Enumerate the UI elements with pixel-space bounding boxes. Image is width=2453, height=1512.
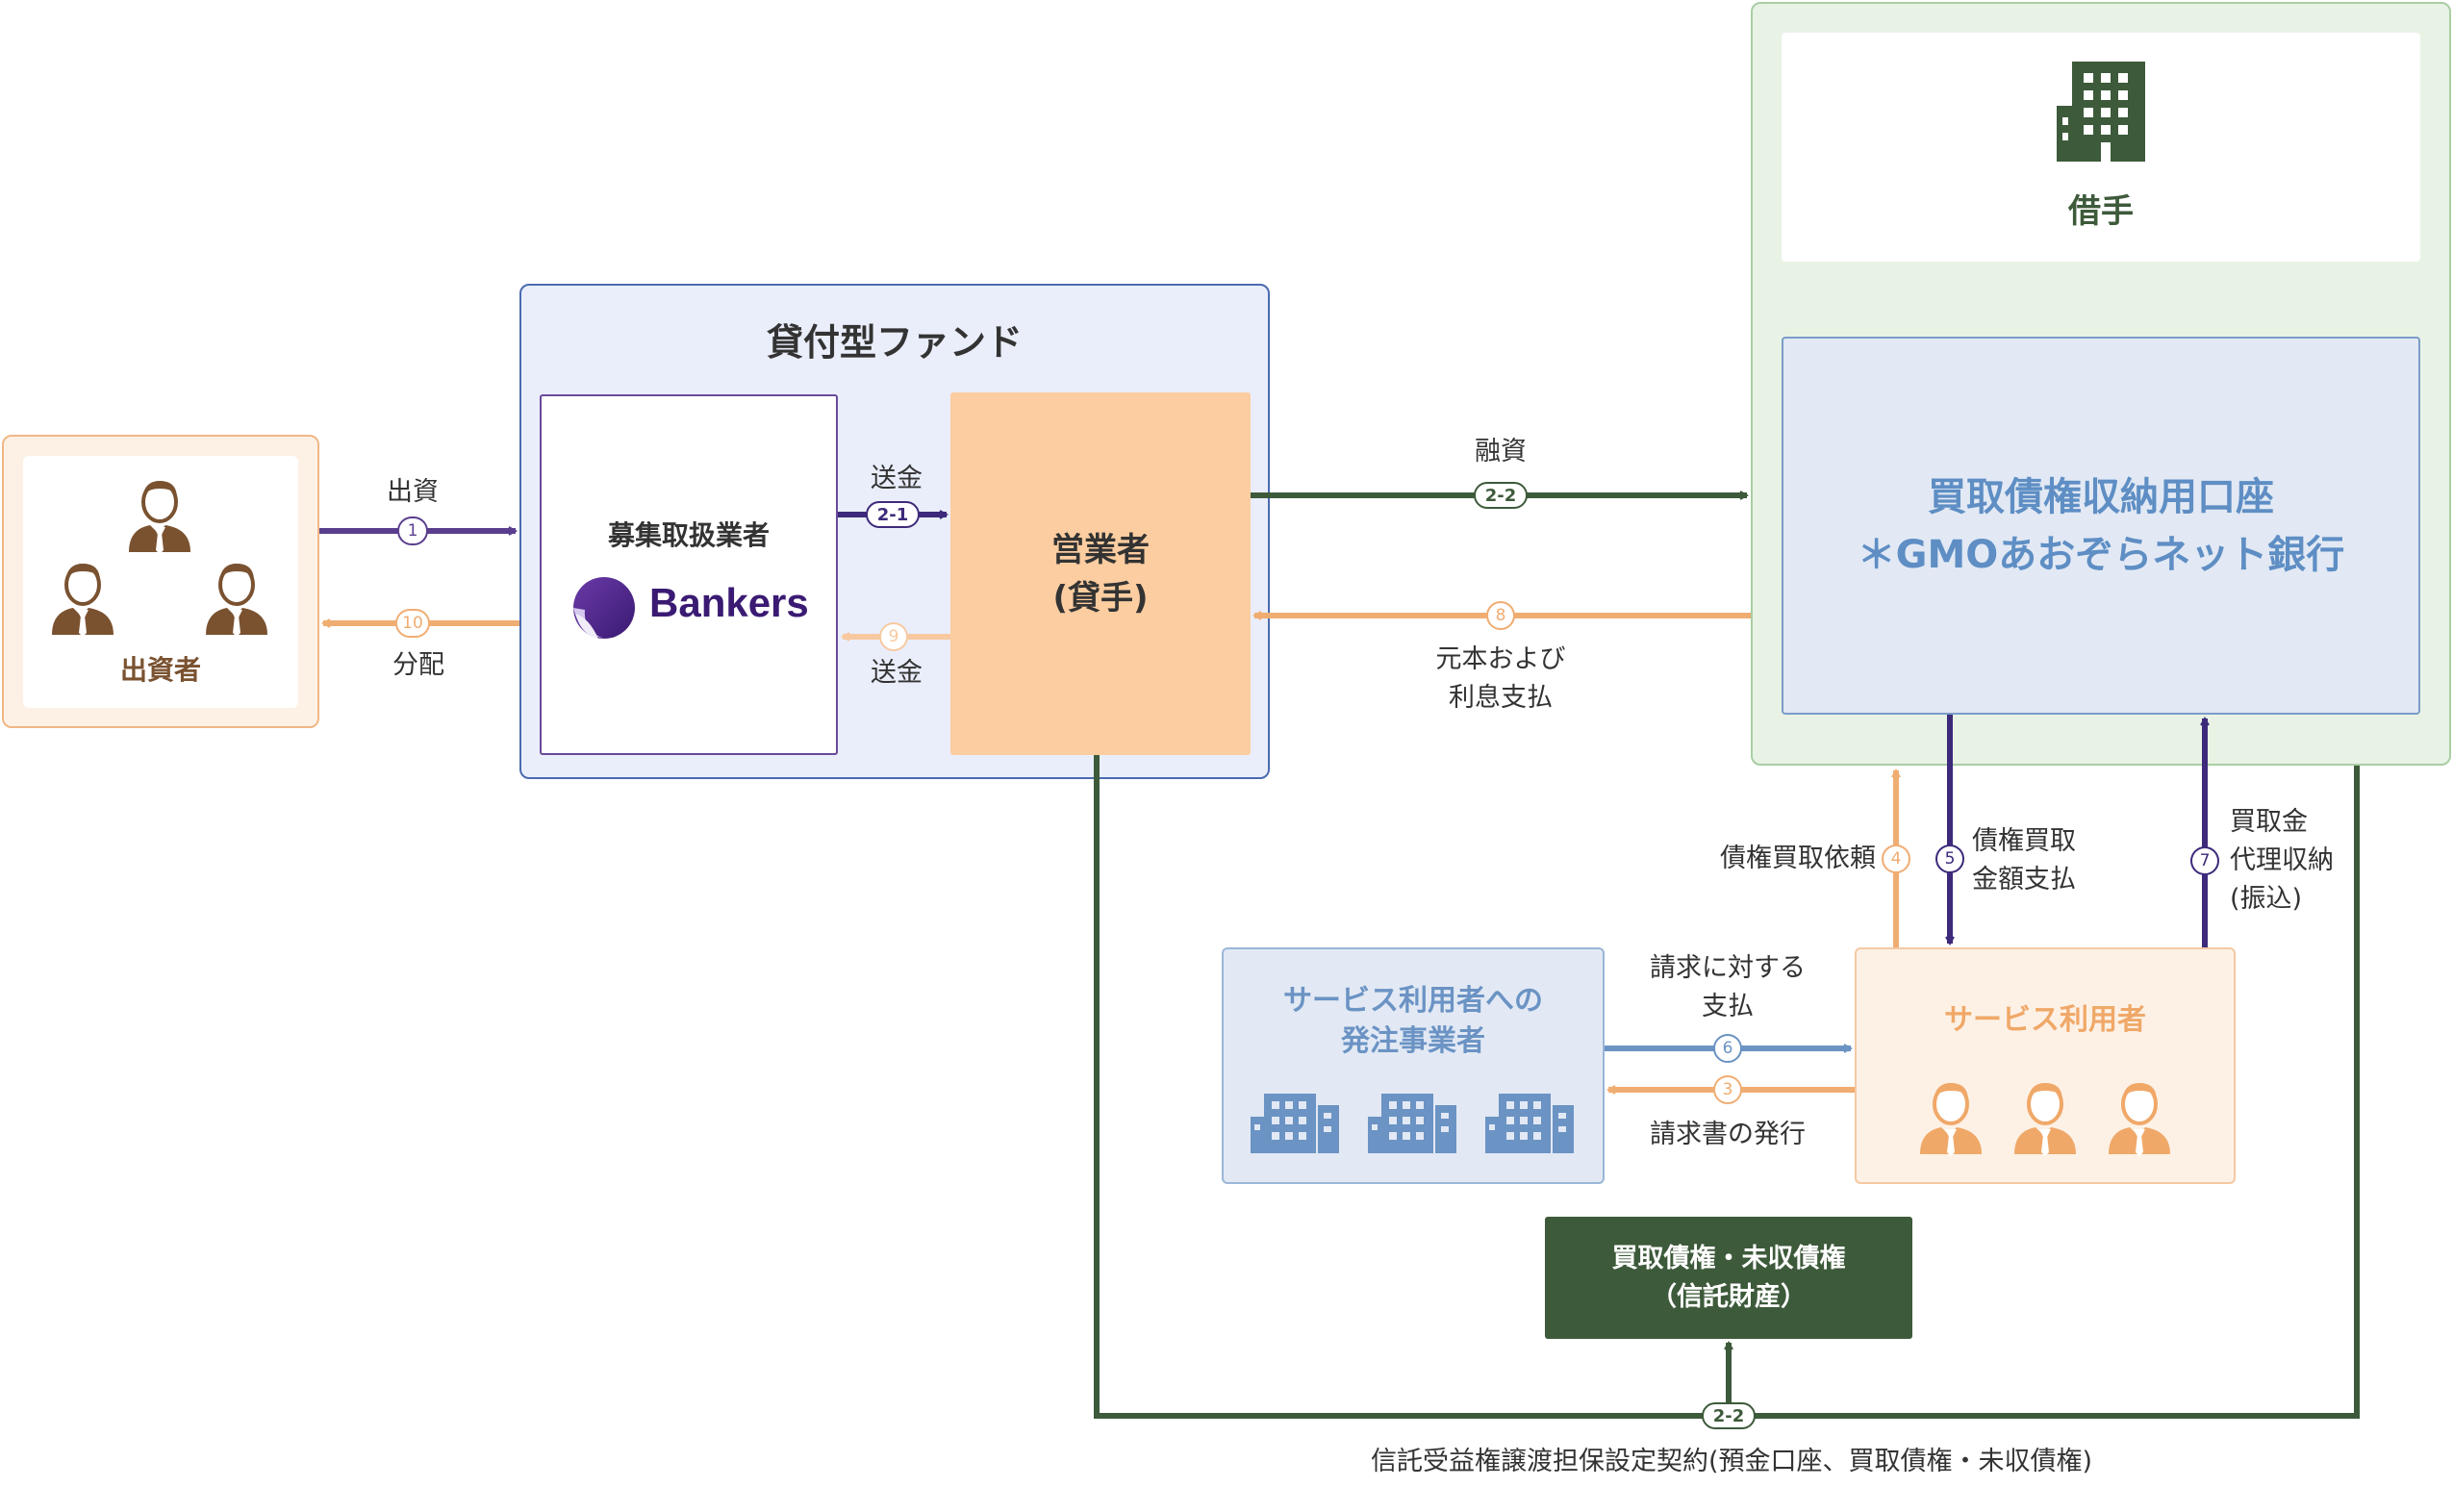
flow-label-5-line1: 債権買取 (1972, 826, 2076, 856)
vendors-label-1: サービス利用者への (1283, 984, 1543, 1018)
operator-label-1: 営業者 (1051, 530, 1150, 569)
fund-title: 貸付型ファンド (766, 321, 1023, 364)
account-box: 買取債権収納用口座 ＊GMOあおぞらネット銀行 (1782, 337, 2420, 715)
flow-label-7-line1: 買取金 (2230, 807, 2308, 837)
building-icon (2057, 62, 2145, 162)
flow-label-2-1: 送金 (871, 464, 923, 493)
operator-box: 営業者 (貸手) (950, 392, 1251, 755)
flow-label-5-line2: 金額支払 (1972, 865, 2076, 895)
flow-badge-5: 5 (1935, 844, 1964, 873)
investors-label: 出資者 (119, 654, 201, 686)
broker-box (540, 394, 838, 755)
account-label-2: ＊GMOあおぞらネット銀行 (1857, 532, 2345, 577)
vendors-label-2: 発注事業者 (1341, 1024, 1485, 1058)
flow-label-1: 出資 (387, 477, 439, 507)
company-building-icon (1251, 1094, 1339, 1153)
company-building-icon (1368, 1094, 1456, 1153)
flow-label-9: 送金 (871, 658, 923, 688)
flow-label-10: 分配 (392, 650, 444, 680)
flow-badge-4: 4 (1882, 844, 1910, 873)
borrower-label: 借手 (2068, 192, 2134, 231)
users-label: サービス利用者 (1944, 1003, 2146, 1037)
flow-badge-3: 3 (1713, 1075, 1742, 1104)
flow-label-8-line1: 元本および (1435, 644, 1566, 674)
assets-box: 買取債権・未収債権 （信託財産） (1545, 1217, 1912, 1339)
flow-label-2-2: 融資 (1475, 437, 1527, 466)
flow-badge-10: 10 (395, 609, 430, 638)
flow-badge-2-1: 2-1 (866, 501, 920, 528)
account-label-1: 買取債権収納用口座 (1928, 474, 2274, 519)
flow-badge-9: 9 (879, 622, 908, 651)
operator-label-2: (貸手) (1052, 578, 1149, 617)
flow-label-6-line2: 支払 (1702, 992, 1754, 1021)
flow-label-3: 請求書の発行 (1650, 1120, 1806, 1149)
assets-label-2: （信託財産） (1651, 1281, 1807, 1312)
flow-badge-2-2b: 2-2 (1702, 1402, 1756, 1429)
flow-badge-1: 1 (397, 517, 428, 545)
flow-badge-2-2: 2-2 (1474, 482, 1528, 509)
flow-label-8-line2: 利息支払 (1449, 683, 1553, 713)
flow-badge-7: 7 (2190, 846, 2219, 875)
flow-label-7-line2: 代理収納 (2230, 845, 2334, 875)
flow-label-2-2b: 信託受益権譲渡担保設定契約(預金口座、買取債権・未収債権) (1370, 1447, 2093, 1476)
assets-label-1: 買取債権・未収債権 (1611, 1243, 1846, 1273)
flow-badge-8: 8 (1486, 601, 1515, 630)
flow-label-6-line1: 請求に対する (1650, 953, 1806, 983)
flow-label-4: 債権買取依頼 (1720, 844, 1876, 873)
bankers-brand: Bankers (649, 580, 809, 625)
flow-label-7-line3: (振込) (2230, 884, 2303, 914)
company-building-icon (1485, 1094, 1574, 1153)
broker-label: 募集取扱業者 (607, 519, 770, 551)
bankers-logo-icon (573, 577, 635, 639)
flow-badge-6: 6 (1713, 1034, 1742, 1063)
